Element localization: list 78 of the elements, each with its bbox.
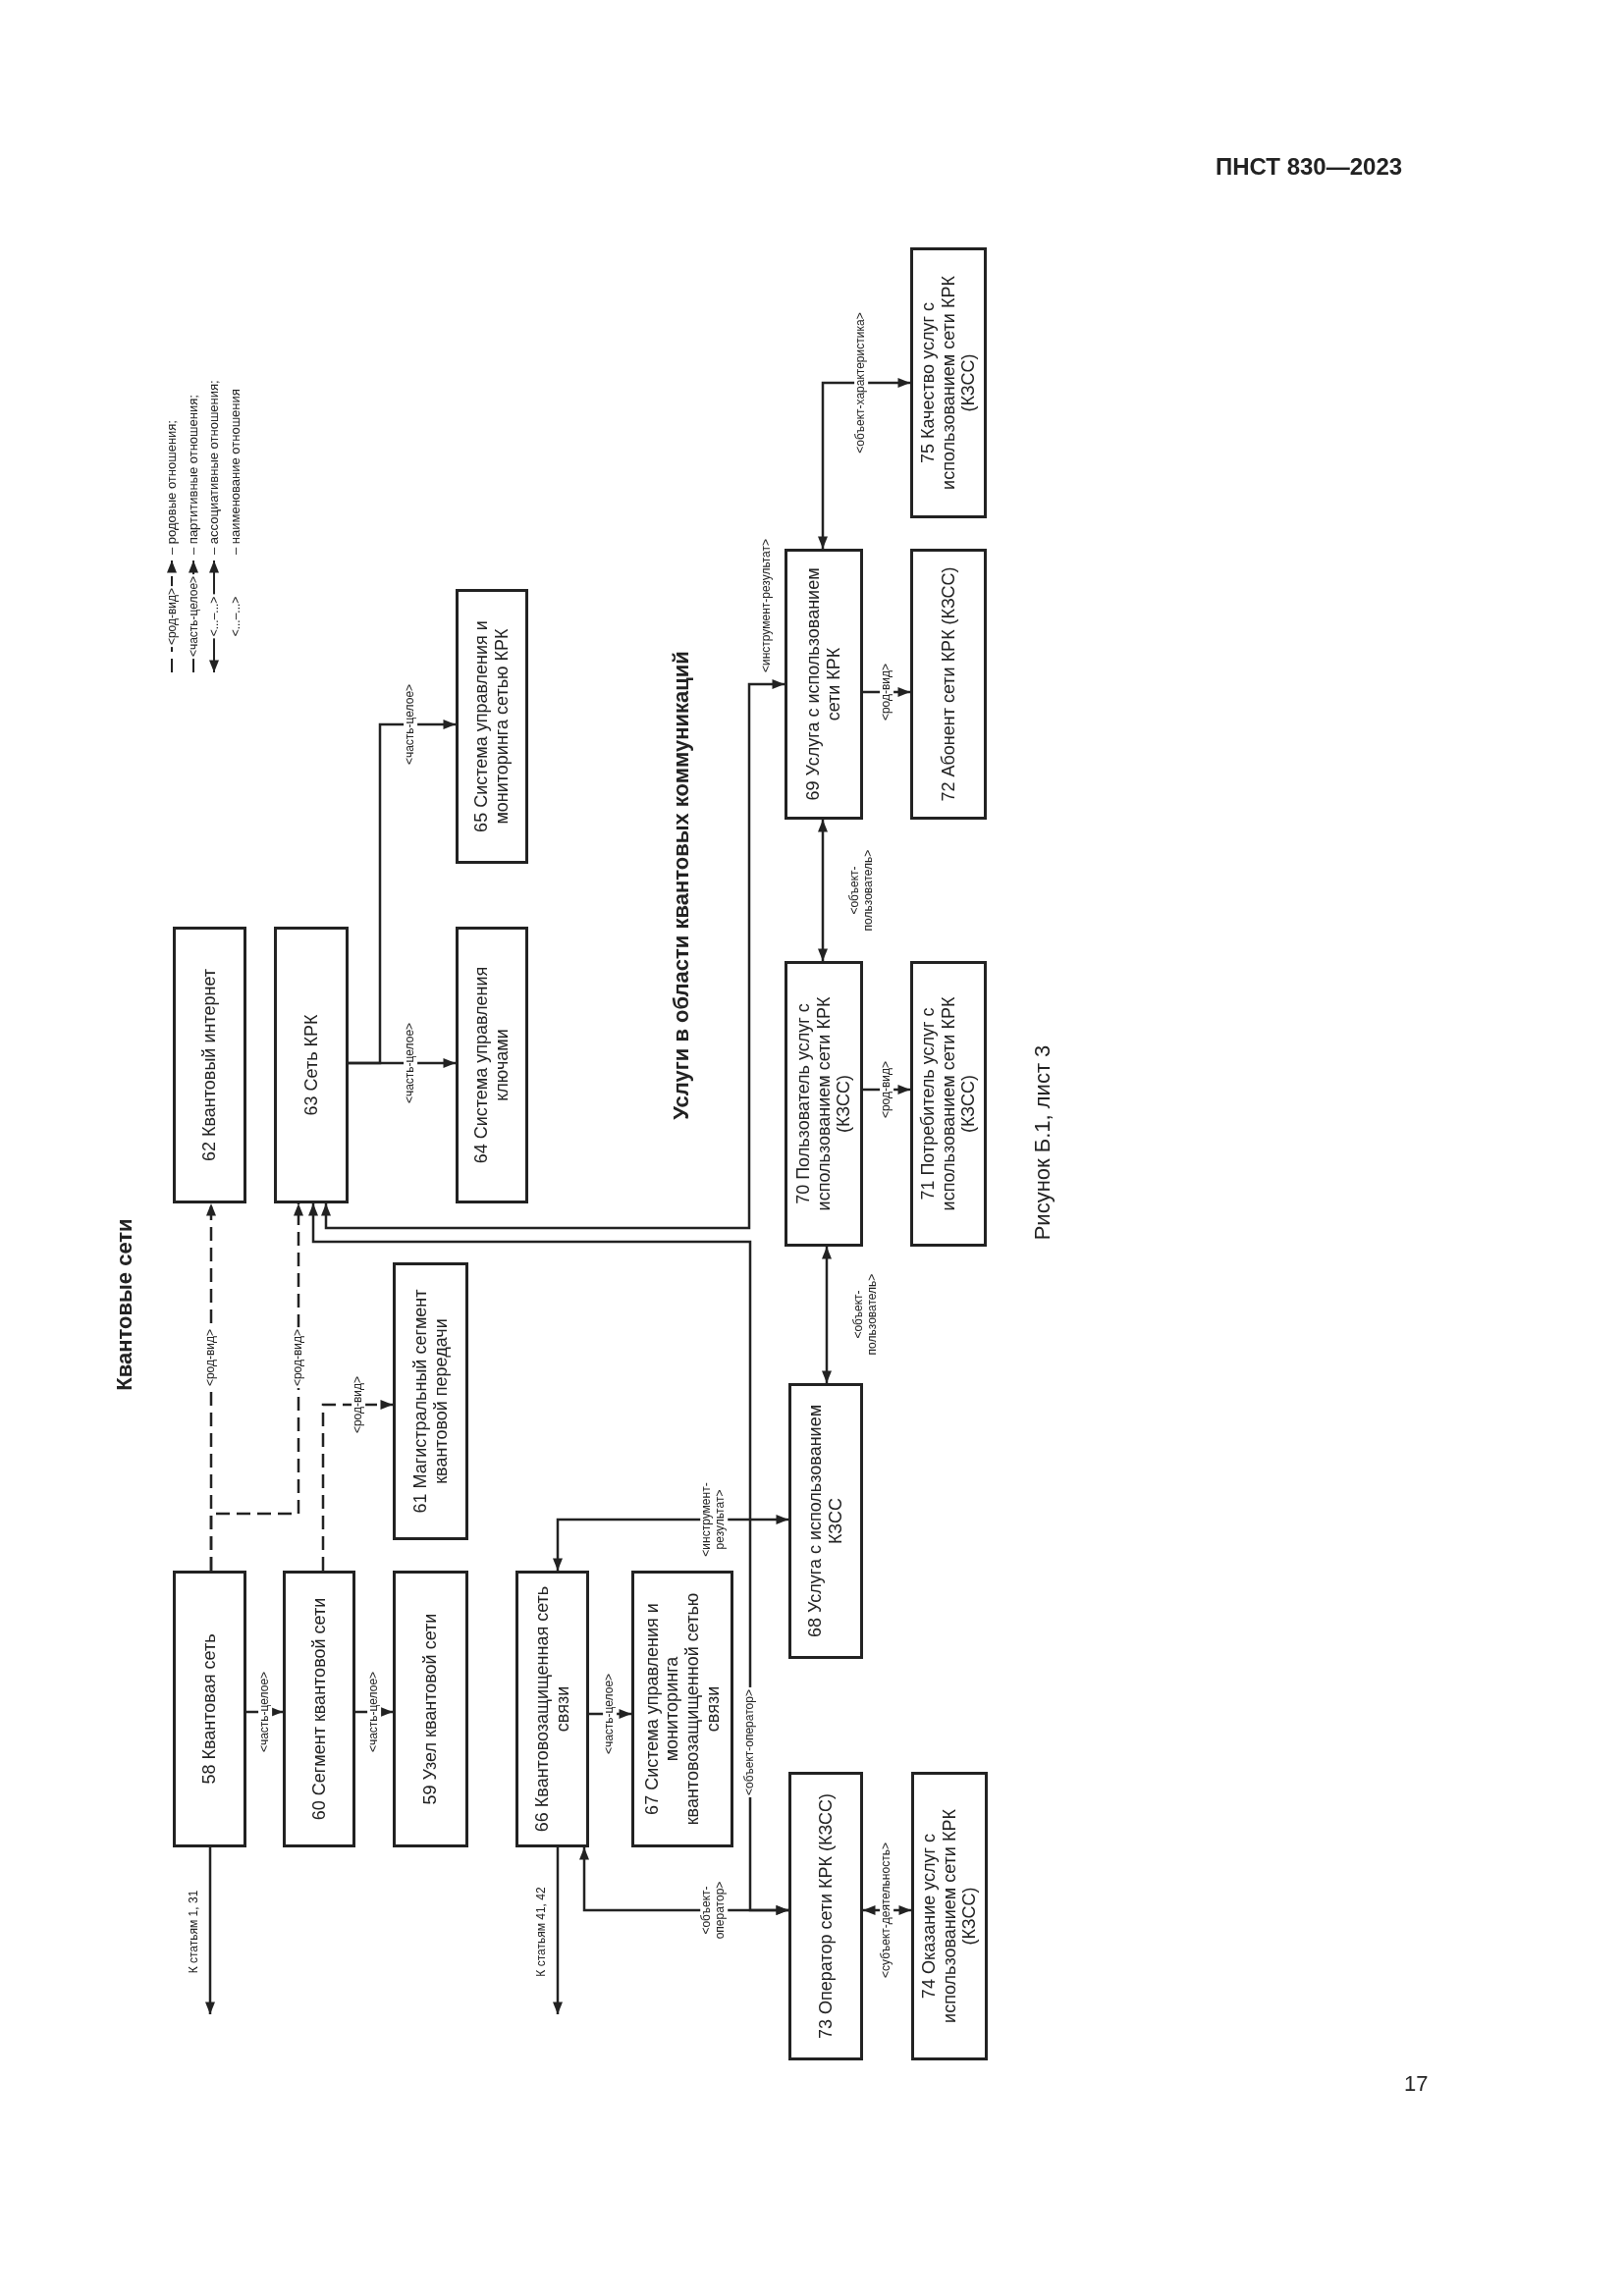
box-label: 60 Сегмент квантовой сети bbox=[308, 1597, 330, 1821]
concept-box bbox=[173, 1571, 246, 1847]
box-label: 66 Квантовозащищенная сеть связи bbox=[531, 1584, 573, 1835]
box-label: 61 Магистральный сегмент квантовой передачи bbox=[409, 1288, 452, 1516]
concept-box bbox=[456, 927, 528, 1203]
legend-text: – наименование отношения bbox=[228, 389, 244, 555]
box-label: 58 Квантовая сеть bbox=[199, 1633, 220, 1785]
box-label: 59 Узел квантовой сети bbox=[420, 1613, 441, 1805]
edge-label: <род-вид> bbox=[292, 1326, 305, 1389]
legend-text: – ассоциативные отношения; bbox=[206, 380, 222, 555]
box-label: 63 Сеть КРК bbox=[300, 1014, 322, 1116]
concept-box bbox=[788, 1383, 863, 1659]
edge-label: <объект-пользователь> bbox=[848, 848, 876, 934]
legend-sample-label: <род-вид> bbox=[165, 585, 179, 648]
box-label: 74 Оказание услуг с использованием сети КРК (КЗСС) bbox=[918, 1808, 981, 2025]
concept-box bbox=[274, 927, 349, 1203]
connector-arrow bbox=[818, 378, 910, 549]
concept-box bbox=[910, 549, 987, 820]
diagram-title: Квантовые сети bbox=[112, 1218, 137, 1391]
connector-arrow bbox=[553, 1515, 788, 1571]
concept-box bbox=[910, 961, 987, 1247]
concept-box bbox=[173, 927, 246, 1203]
concept-box bbox=[785, 549, 863, 820]
box-label: 75 Качество услуг с использованием сети КРК (КЗСС) bbox=[917, 275, 980, 492]
edge-label: <часть-целое> bbox=[603, 1671, 617, 1757]
connector-arrow bbox=[818, 820, 828, 961]
box-label: 72 Абонент сети КРК (КЗСС) bbox=[938, 566, 959, 802]
edge-label: <инструмент-результат> bbox=[760, 537, 774, 675]
concept-box bbox=[911, 1772, 988, 2060]
concept-box bbox=[631, 1571, 733, 1847]
connector-arrow bbox=[308, 1203, 788, 1915]
edge-label: К статьям 41, 42 bbox=[535, 1886, 549, 1979]
concept-box bbox=[785, 961, 863, 1247]
concept-box bbox=[393, 1571, 468, 1847]
edge-label: <объект-оператор> bbox=[743, 1687, 757, 1797]
concept-box bbox=[515, 1571, 589, 1847]
edge-label: <субъект-деятельность> bbox=[880, 1841, 893, 1980]
concept-box bbox=[283, 1571, 355, 1847]
legend-sample-label: <...–...> bbox=[229, 594, 243, 639]
page-number: 17 bbox=[1404, 2071, 1429, 2097]
concept-box bbox=[788, 1772, 863, 2060]
concept-box bbox=[456, 589, 528, 864]
box-label: 65 Система управления и мониторинга сетью КРК bbox=[471, 619, 513, 834]
edge-label: <род-вид> bbox=[880, 1058, 893, 1121]
edge-label: <объект-пользователь> bbox=[852, 1272, 880, 1358]
legend-text: – партитивные отношения; bbox=[185, 395, 200, 555]
box-label: 69 Услуга с использованием сети КРК bbox=[803, 566, 844, 803]
edge-label: <часть-целое> bbox=[367, 1669, 381, 1755]
edge-label: <объект-характеристика> bbox=[854, 310, 868, 455]
edge-label: <род-вид> bbox=[204, 1326, 218, 1389]
connector-arrow bbox=[822, 1247, 832, 1383]
edge-label: <часть-целое> bbox=[404, 681, 417, 768]
concept-box bbox=[393, 1262, 468, 1540]
edge-label: <род-вид> bbox=[880, 661, 893, 723]
edge-label: <род-вид> bbox=[352, 1373, 365, 1436]
box-label: 68 Услуга с использованием КЗСС bbox=[805, 1403, 846, 1640]
legend-sample-label: <часть-целое> bbox=[187, 573, 200, 660]
box-label: 62 Квантовый интернет bbox=[199, 968, 220, 1162]
legend-sample-label: <...–...> bbox=[207, 594, 221, 639]
figure-caption: Рисунок Б.1, лист 3 bbox=[1030, 1044, 1056, 1241]
box-label: 73 Оператор сети КРК (КЗСС) bbox=[815, 1792, 837, 2040]
edge-label: К статьям 1, 31 bbox=[188, 1889, 201, 1976]
connector-arrow bbox=[321, 1400, 393, 1571]
box-label: 71 Потребитель услуг с использованием сети КРК (КЗСС) bbox=[917, 995, 980, 1213]
box-label: 64 Система управления ключами bbox=[471, 965, 513, 1166]
box-label: 70 Пользователь услуг с использованием сети КРК (КЗСС) bbox=[792, 995, 855, 1213]
edge-label: <часть-целое> bbox=[404, 1020, 417, 1106]
edge-label: <часть-целое> bbox=[258, 1669, 272, 1755]
section-heading: Услуги в области квантовых коммуникаций bbox=[669, 651, 694, 1120]
legend-text: – родовые отношения; bbox=[164, 420, 179, 555]
connector-arrow bbox=[321, 679, 785, 1230]
connector-arrow bbox=[349, 720, 456, 1065]
concept-box bbox=[910, 247, 987, 518]
connector-arrow bbox=[553, 1847, 563, 2014]
connector-arrow bbox=[205, 1847, 215, 2014]
connector-arrow bbox=[209, 1203, 303, 1571]
box-label: 67 Система управления и мониторинга квантовозащищенной сетью связи bbox=[641, 1591, 724, 1828]
document-number: ПНСТ 830—2023 bbox=[1216, 153, 1403, 181]
